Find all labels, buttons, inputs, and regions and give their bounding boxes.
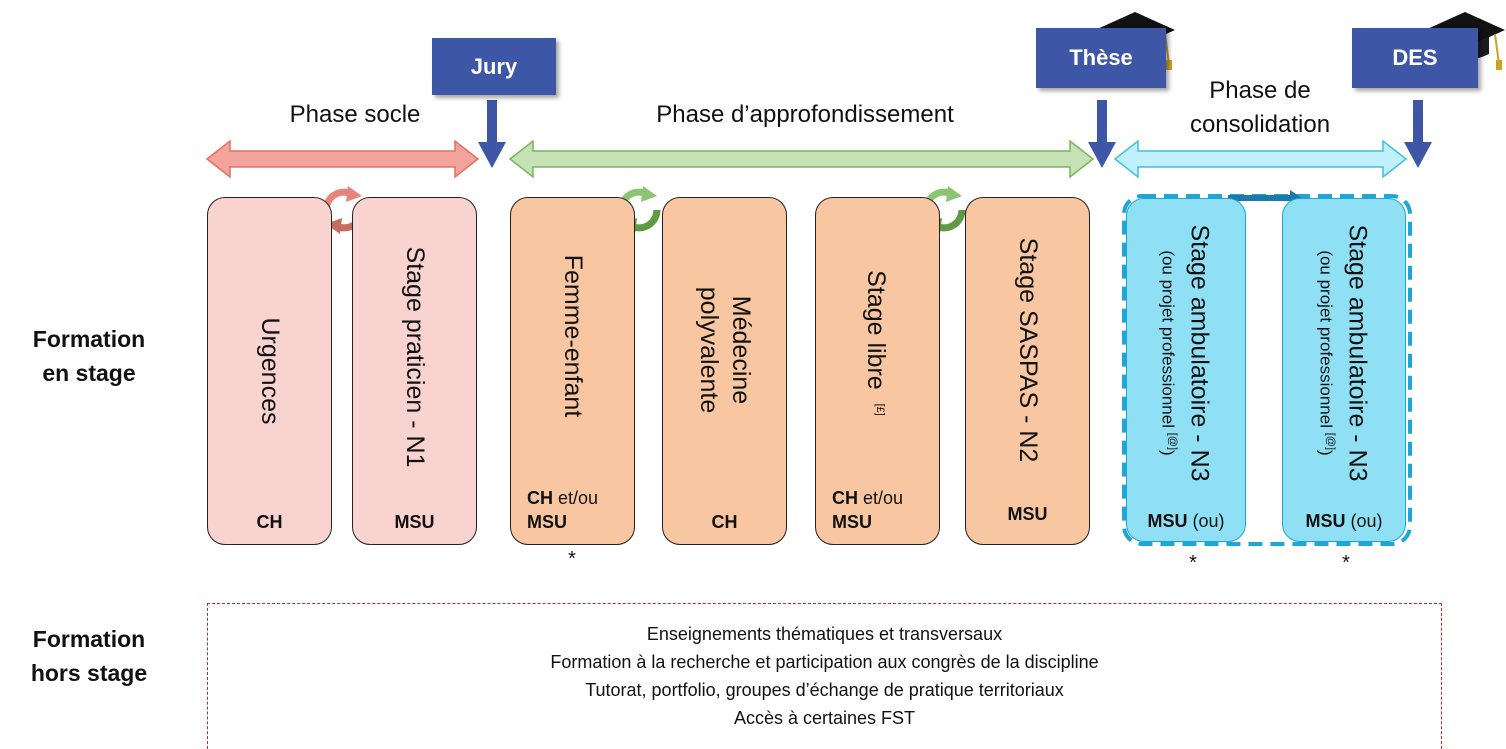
stage-ambu2-lieu-rest: (ou) bbox=[1345, 511, 1383, 531]
hors-stage-box: Enseignements thématiques et transversau… bbox=[207, 603, 1442, 749]
stage-medecine-polyvalente: Médecine polyvalente CH bbox=[662, 197, 787, 545]
stage-libre-lieu-1: CH bbox=[832, 488, 858, 508]
phase-consolidation-line2: consolidation bbox=[1189, 111, 1331, 138]
jury-milestone: Jury bbox=[432, 38, 556, 95]
jury-down-arrow bbox=[478, 100, 506, 168]
stage-polyvalente-lieu: CH bbox=[711, 512, 738, 532]
stage-ambu1-subtitle: (ou projet professionnel bbox=[1158, 250, 1178, 428]
row-label-hors-stage-line1: Formation bbox=[32, 626, 146, 652]
phase-socle-title: Phase socle bbox=[289, 101, 421, 128]
row-label-en-stage-line2: en stage bbox=[42, 360, 136, 386]
des-milestone: DES bbox=[1352, 28, 1478, 88]
stage-femme-enfant-lieu-1: CH bbox=[527, 488, 553, 508]
stage-urgences-title: Urgences bbox=[255, 317, 284, 425]
stage-saspas-title: Stage SASPAS - N2 bbox=[1013, 237, 1042, 463]
row-label-en-stage: Formation en stage bbox=[14, 322, 164, 390]
stage-femme-enfant-lieu-2: MSU bbox=[527, 512, 567, 532]
these-milestone: Thèse bbox=[1036, 28, 1166, 88]
stage-ambu1-subtitle-end: ) bbox=[1158, 449, 1178, 456]
hors-stage-item: Formation à la recherche et participatio… bbox=[550, 652, 1099, 672]
stage-urgences-lieu: CH bbox=[256, 512, 283, 532]
jury-label: Jury bbox=[470, 53, 518, 79]
asterisk-ambu1: * bbox=[1189, 552, 1197, 574]
hors-stage-item: Accès à certaines FST bbox=[733, 708, 916, 728]
hors-stage-item: Enseignements thématiques et transversau… bbox=[646, 624, 1003, 644]
stage-saspas: Stage SASPAS - N2 MSU bbox=[965, 197, 1090, 545]
stage-ambu1-lieu-rest: (ou) bbox=[1187, 511, 1225, 531]
hors-stage-item: Tutorat, portfolio, groupes d’échange de… bbox=[585, 680, 1064, 700]
stage-ambu2-note: [@] bbox=[1324, 432, 1337, 450]
stage-ambu2-title: Stage ambulatoire - N3 bbox=[1343, 224, 1372, 482]
stage-libre-lieu-mid: et/ou bbox=[858, 488, 904, 508]
stage-polyvalente-title-line1: Médecine bbox=[726, 296, 755, 405]
stage-ambu2-subtitle: (ou projet professionnel bbox=[1316, 250, 1336, 428]
these-label: Thèse bbox=[1069, 45, 1133, 70]
stage-saspas-lieu: MSU bbox=[1007, 504, 1048, 524]
phase-consolidation-title: Phase de consolidation bbox=[1160, 74, 1360, 142]
these-down-arrow bbox=[1088, 100, 1116, 168]
phase-approfondissement-title: Phase d’approfondissement bbox=[656, 101, 954, 128]
stage-ambu1-lieu: MSU bbox=[1147, 511, 1188, 531]
stage-ambu1-title: Stage ambulatoire - N3 bbox=[1185, 224, 1214, 482]
stage-femme-enfant-title: Femme-enfant bbox=[558, 255, 587, 418]
row-label-hors-stage-line2: hors stage bbox=[30, 660, 148, 686]
stage-urgences: Urgences CH bbox=[207, 197, 332, 545]
stage-femme-enfant: Femme-enfant CH et/ou MSU bbox=[510, 197, 635, 545]
stage-praticien: Stage praticien - N1 MSU bbox=[352, 197, 477, 545]
des-down-arrow bbox=[1404, 100, 1432, 168]
stage-libre-lieu-2: MSU bbox=[832, 512, 872, 532]
des-label: DES bbox=[1392, 45, 1438, 70]
stage-libre: Stage libre [£] CH et/ou MSU bbox=[815, 197, 940, 545]
stage-ambulatoire-2: Stage ambulatoire - N3 (ou projet profes… bbox=[1282, 198, 1406, 542]
stage-ambu2-title-block: Stage ambulatoire - N3 (ou projet profes… bbox=[1315, 224, 1374, 481]
stage-libre-title: Stage libre [£] bbox=[859, 270, 895, 416]
stage-ambulatoire-1: Stage ambulatoire - N3 (ou projet profes… bbox=[1126, 198, 1246, 542]
stage-ambu2-lieu: MSU bbox=[1305, 511, 1346, 531]
row-label-hors-stage: Formation hors stage bbox=[14, 622, 164, 690]
asterisk-ambu2: * bbox=[1342, 552, 1350, 574]
stage-libre-title-text: Stage libre bbox=[861, 270, 890, 391]
phase-socle-arrow bbox=[205, 139, 480, 179]
stage-libre-note: [£] bbox=[873, 403, 886, 417]
phase-approfondissement-arrow bbox=[508, 139, 1095, 179]
stage-polyvalente-title-line2: polyvalente bbox=[694, 286, 723, 414]
phase-consolidation-arrow bbox=[1113, 139, 1408, 179]
asterisk-femme-enfant: * bbox=[568, 548, 576, 570]
stage-praticien-lieu: MSU bbox=[394, 512, 435, 532]
stage-ambu1-title-block: Stage ambulatoire - N3 (ou projet profes… bbox=[1157, 224, 1216, 481]
stage-polyvalente-title: Médecine polyvalente bbox=[693, 287, 757, 413]
phase-consolidation-line1: Phase de bbox=[1209, 77, 1311, 104]
stage-praticien-title: Stage praticien - N1 bbox=[400, 246, 429, 468]
stage-ambu2-subtitle-end: ) bbox=[1316, 449, 1336, 456]
stage-ambu1-note: [@] bbox=[1166, 432, 1179, 450]
stage-femme-enfant-lieu-mid: et/ou bbox=[553, 488, 599, 508]
row-label-en-stage-line1: Formation bbox=[32, 326, 146, 352]
